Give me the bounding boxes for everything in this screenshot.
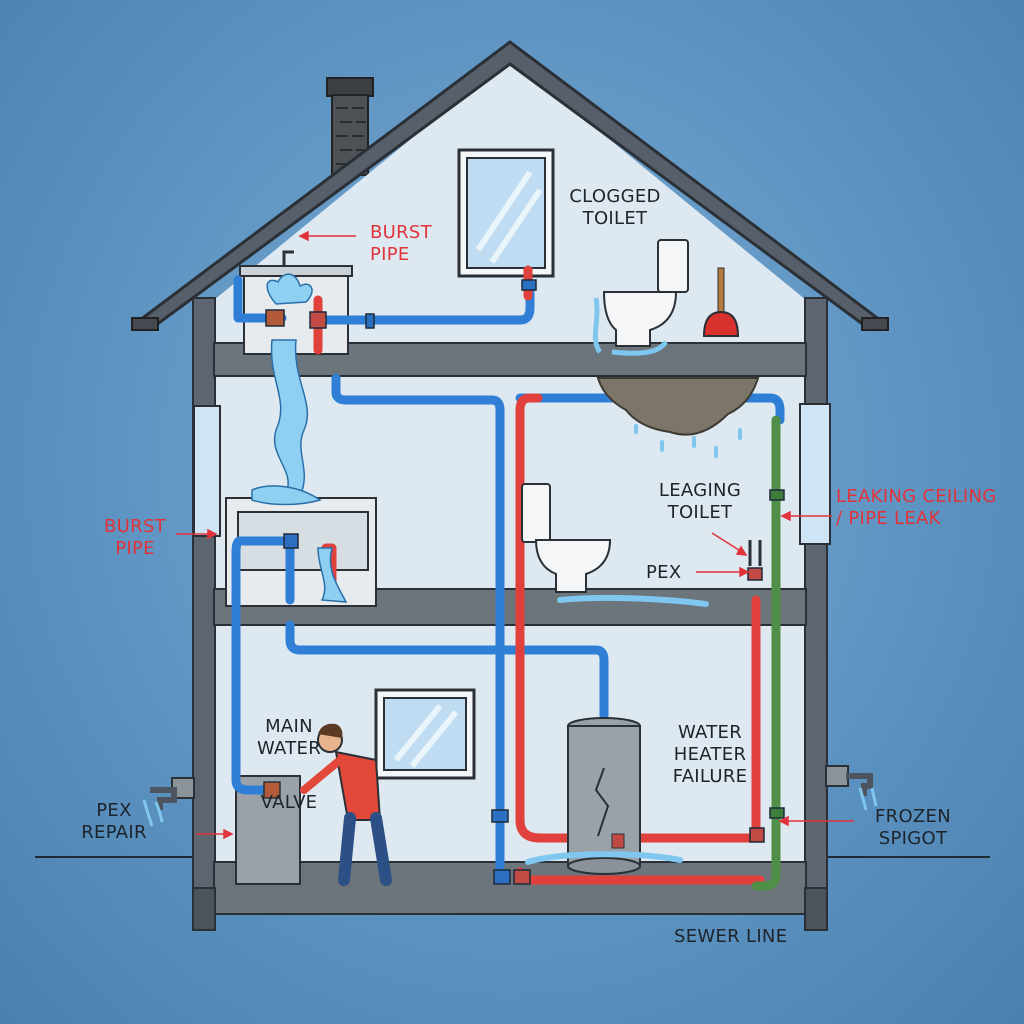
ceiling-leak-stain <box>596 377 760 458</box>
second-floor-tub <box>225 497 377 607</box>
spigot-right <box>825 765 878 811</box>
main-valve-wheel <box>263 781 281 799</box>
attic-window <box>457 148 555 278</box>
label-leaking-ceiling: LEAKING CEILING/ PIPE LEAK <box>836 486 997 529</box>
ground-window <box>374 688 476 780</box>
gutter-left <box>131 317 159 331</box>
pipe-fittings <box>265 279 785 885</box>
plunger <box>702 267 740 337</box>
spigot-left <box>142 777 195 827</box>
water-heater <box>525 717 683 875</box>
label-sewer-line: SEWER LINE <box>674 926 788 947</box>
left-wall <box>192 297 216 931</box>
foundation-left <box>192 887 216 931</box>
chimney <box>326 77 374 176</box>
drain-pipe <box>751 415 781 891</box>
leaking-toilet <box>521 483 709 607</box>
gutter-right <box>861 317 889 331</box>
leader-arrows <box>176 230 854 840</box>
clogged-toilet <box>592 239 689 356</box>
water-spray-lower <box>317 547 348 603</box>
side-window-left <box>193 405 221 537</box>
label-pex: PEX <box>646 562 682 583</box>
worker-figure <box>300 723 392 886</box>
side-window-right <box>799 403 831 545</box>
right-wall <box>804 297 828 931</box>
cold-water-pipes <box>231 275 785 885</box>
foundation-right <box>804 887 828 931</box>
pex-fitting <box>748 540 762 566</box>
water-spray-upper <box>251 273 322 506</box>
